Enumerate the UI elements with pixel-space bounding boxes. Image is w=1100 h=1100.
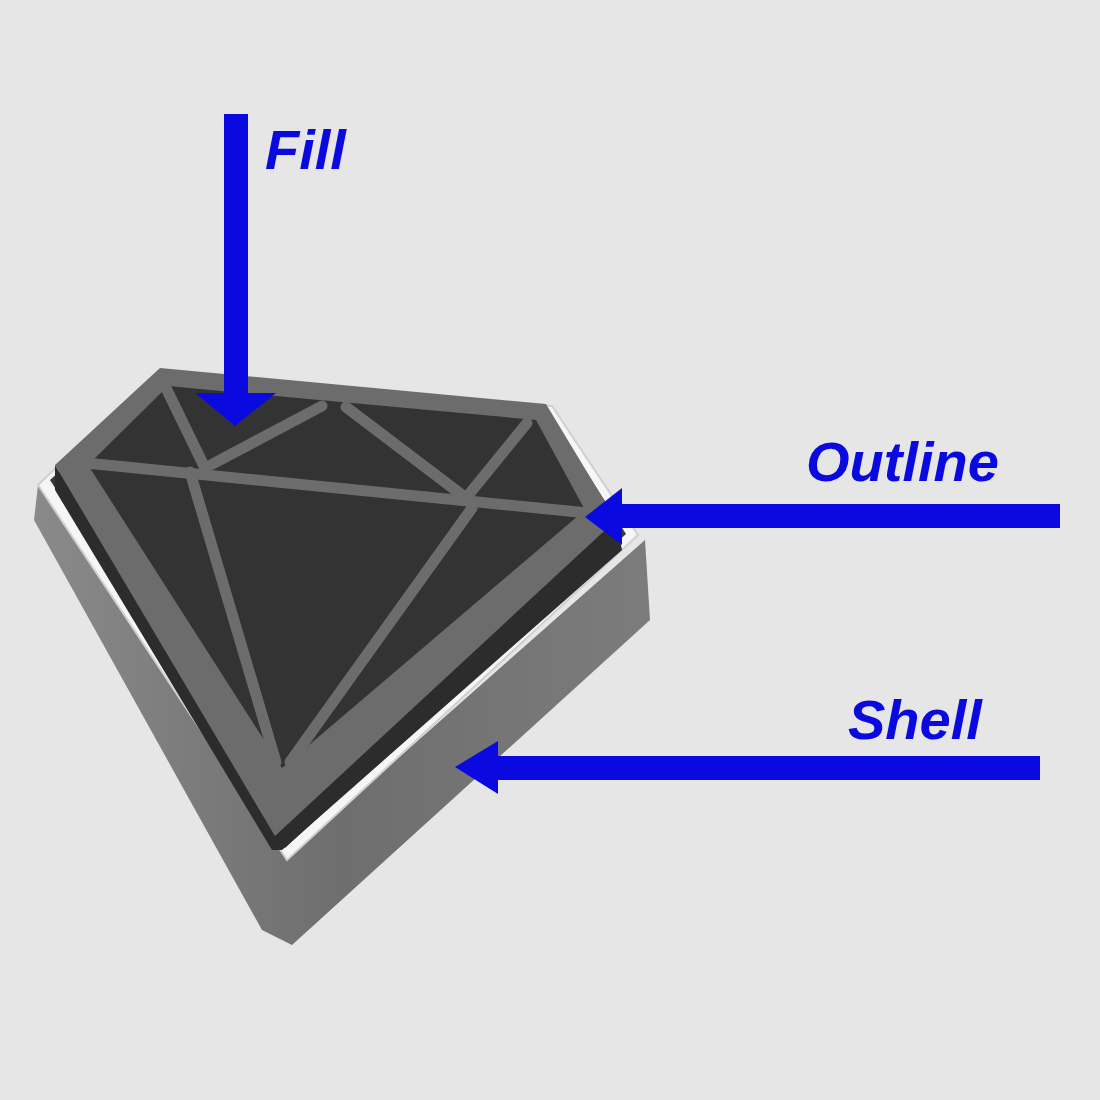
shell-rim — [38, 378, 638, 860]
pointer-arrows — [195, 114, 1060, 794]
outline-arrow-head — [585, 488, 622, 545]
shell-arrow-head — [455, 741, 498, 794]
fill-arrow-head — [195, 393, 276, 426]
shell-arrow-shaft — [496, 756, 1040, 780]
outline-arrow-shaft — [620, 504, 1060, 528]
part-label: Shell — [848, 692, 982, 748]
facet-lines — [86, 388, 588, 762]
cap-fill — [88, 386, 585, 768]
part-label: Outline — [806, 434, 999, 490]
part-label: Fill — [265, 122, 346, 178]
fill-arrow-shaft — [224, 114, 248, 396]
